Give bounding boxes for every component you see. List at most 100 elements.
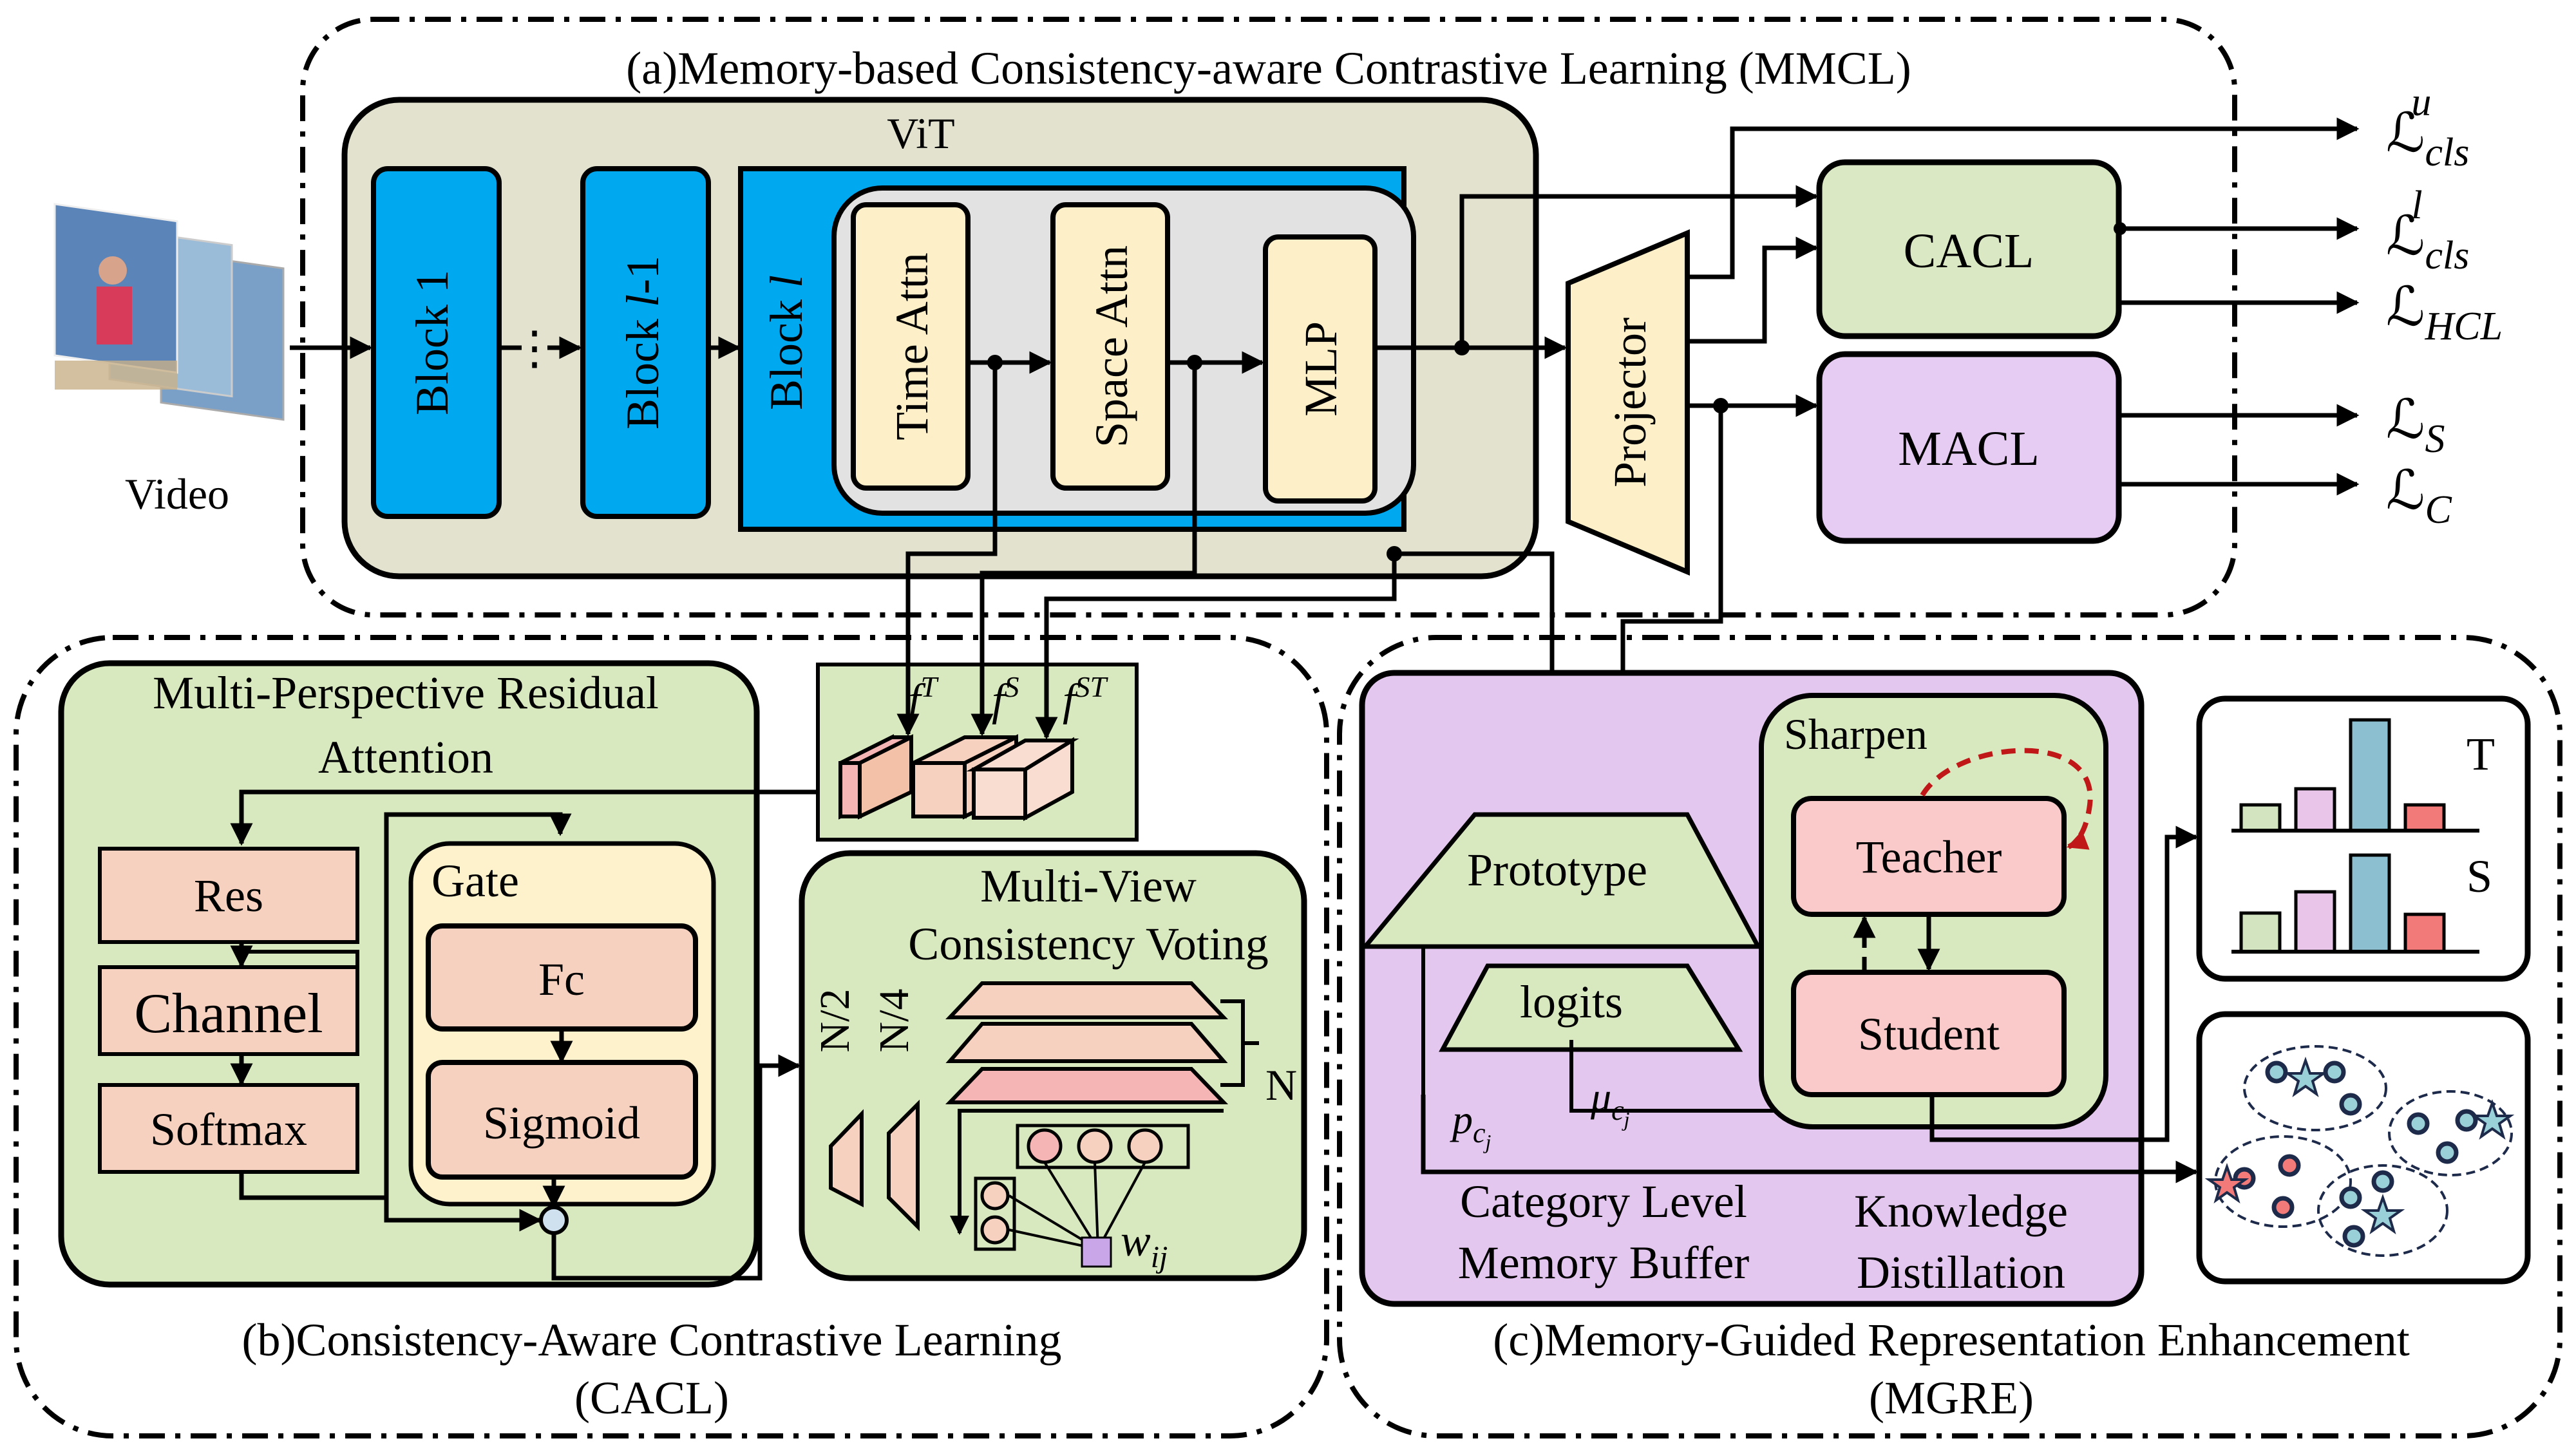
space-attn-label: Space Attn bbox=[1086, 245, 1137, 448]
video-label: Video bbox=[125, 469, 229, 518]
block-l-label: Block l bbox=[761, 275, 812, 410]
sharpen-loop bbox=[1920, 748, 2093, 850]
block-l-minus-1 bbox=[580, 166, 711, 519]
teacher-label: Teacher bbox=[1856, 831, 2002, 883]
teacher-box bbox=[1791, 796, 2067, 917]
mgre-title-line1: (c)Memory-Guided Representation Enhancem… bbox=[1493, 1314, 2409, 1366]
student-box bbox=[1791, 970, 2067, 1097]
mpra-title-line1: Multi-Perspective Residual bbox=[153, 667, 659, 719]
res-label: Res bbox=[194, 870, 263, 921]
sigmoid-label: Sigmoid bbox=[483, 1097, 640, 1149]
p-cj-label: pcj bbox=[1450, 1097, 1492, 1153]
loss-s: ℒS bbox=[2386, 390, 2445, 461]
n-half-shape bbox=[829, 1109, 864, 1207]
vote-row-box bbox=[1016, 1124, 1190, 1169]
arrow-proj-lcls-u bbox=[1689, 117, 2360, 279]
vote-node-2 bbox=[1077, 1128, 1113, 1164]
mgre-title-line2: (MGRE) bbox=[1869, 1372, 2034, 1424]
n-label: N bbox=[1265, 1061, 1297, 1109]
cacl-box bbox=[1816, 159, 2122, 339]
line-student-to-hist bbox=[1929, 825, 2199, 1142]
stack-layer-1 bbox=[945, 981, 1228, 1019]
mvcv-title-line2: Consistency Voting bbox=[908, 918, 1268, 970]
line-res-skip bbox=[242, 950, 359, 969]
mlp-label: MLP bbox=[1295, 321, 1347, 417]
video-frames bbox=[53, 203, 285, 421]
line-mlp-to-fst bbox=[1035, 554, 1397, 740]
hist-t-label: T bbox=[2467, 728, 2495, 780]
mvcv-title-line1: Multi-View bbox=[980, 860, 1197, 912]
student-label: Student bbox=[1858, 1008, 2000, 1060]
feature-f-st: fST bbox=[1063, 670, 1108, 725]
macl-box bbox=[1816, 351, 2122, 544]
w-ij-label: wij bbox=[1121, 1216, 1168, 1274]
prototype-shape bbox=[1360, 812, 1762, 949]
vote-node-4 bbox=[980, 1181, 1010, 1211]
cat-mem-line1: Category Level bbox=[1460, 1176, 1747, 1227]
loss-c: ℒC bbox=[2386, 461, 2452, 532]
cluster-stars bbox=[2204, 1056, 2515, 1234]
loss-cls-u: ℒclsu bbox=[2386, 80, 2469, 174]
cacl-title-line1: (b)Consistency-Aware Contrastive Learnin… bbox=[242, 1314, 1061, 1366]
sharpen-label: Sharpen bbox=[1784, 710, 1927, 759]
time-attn-label: Time Attn bbox=[886, 252, 938, 440]
loss-hcl: ℒHCL bbox=[2386, 278, 2503, 348]
projector bbox=[1566, 229, 1690, 576]
logits-label: logits bbox=[1520, 976, 1623, 1028]
hist-s-label: S bbox=[2467, 851, 2492, 902]
multiply-node bbox=[539, 1205, 569, 1235]
gate-label: Gate bbox=[431, 855, 519, 907]
channel-label: Channel bbox=[134, 983, 323, 1045]
line-node-to-mvcv bbox=[551, 1054, 801, 1281]
time-attn-box bbox=[851, 202, 971, 491]
vote-node-5 bbox=[980, 1215, 1010, 1245]
space-attn-box bbox=[1050, 202, 1170, 491]
stack-layer-3 bbox=[945, 1067, 1229, 1104]
n-quarter-label: N/4 bbox=[871, 989, 918, 1053]
mmcl-title: (a)Memory-based Consistency-aware Contra… bbox=[626, 42, 1911, 94]
n-quarter-shape bbox=[887, 1099, 920, 1232]
loss-cls-l: ℒclsl bbox=[2386, 184, 2469, 278]
cluster-points bbox=[2233, 1061, 2478, 1248]
cacl-title-line2: (CACL) bbox=[574, 1372, 729, 1424]
mlp-box bbox=[1263, 234, 1378, 504]
cacl-region bbox=[14, 635, 1329, 1438]
mpra-title-line2: Attention bbox=[318, 731, 493, 783]
block-1 bbox=[371, 166, 502, 519]
fc-label: Fc bbox=[538, 954, 585, 1005]
channel-box bbox=[98, 965, 359, 1056]
line-feat-to-res bbox=[230, 789, 818, 846]
vote-node-1 bbox=[1027, 1128, 1063, 1164]
mmcl-region bbox=[300, 17, 2237, 618]
line-time-to-ft bbox=[896, 363, 998, 737]
macl-box-label: MACL bbox=[1898, 422, 2040, 476]
hist-teacher-bars bbox=[2239, 718, 2446, 833]
weight-square bbox=[1081, 1236, 1112, 1268]
line-feat-to-gate bbox=[384, 812, 572, 1198]
projector-label: Projector bbox=[1604, 317, 1656, 487]
softmax-label: Softmax bbox=[150, 1104, 307, 1155]
junction-cacl-out bbox=[2114, 222, 2126, 235]
feature-cuboids bbox=[838, 734, 1079, 822]
block-l-minus-1-label: Block l-1 bbox=[617, 256, 668, 429]
hist-student-bars bbox=[2239, 853, 2446, 954]
line-buffer-to-clusters bbox=[1421, 1095, 2199, 1183]
line-softmax-node bbox=[239, 1172, 542, 1232]
cacl-box-label: CACL bbox=[1904, 224, 2034, 278]
vit-label: ViT bbox=[887, 109, 954, 158]
vote-col-box bbox=[974, 1176, 1016, 1251]
mgre-region bbox=[1337, 635, 2562, 1438]
block-1-label: Block 1 bbox=[406, 270, 458, 415]
res-box bbox=[98, 847, 359, 944]
mvcv-panel bbox=[799, 850, 1307, 1281]
histogram-panel bbox=[2196, 695, 2531, 982]
softmax-box bbox=[98, 1083, 359, 1174]
prototype-label: Prototype bbox=[1467, 844, 1647, 896]
n-half-label: N/2 bbox=[811, 989, 858, 1053]
arrow-proj-cacl bbox=[1689, 236, 1819, 344]
kd-line1: Knowledge bbox=[1854, 1185, 2068, 1237]
cat-mem-line2: Memory Buffer bbox=[1458, 1237, 1750, 1288]
line-space-to-fs bbox=[971, 363, 1197, 737]
kd-line2: Distillation bbox=[1857, 1247, 2065, 1298]
stack-layer-2 bbox=[945, 1022, 1228, 1063]
